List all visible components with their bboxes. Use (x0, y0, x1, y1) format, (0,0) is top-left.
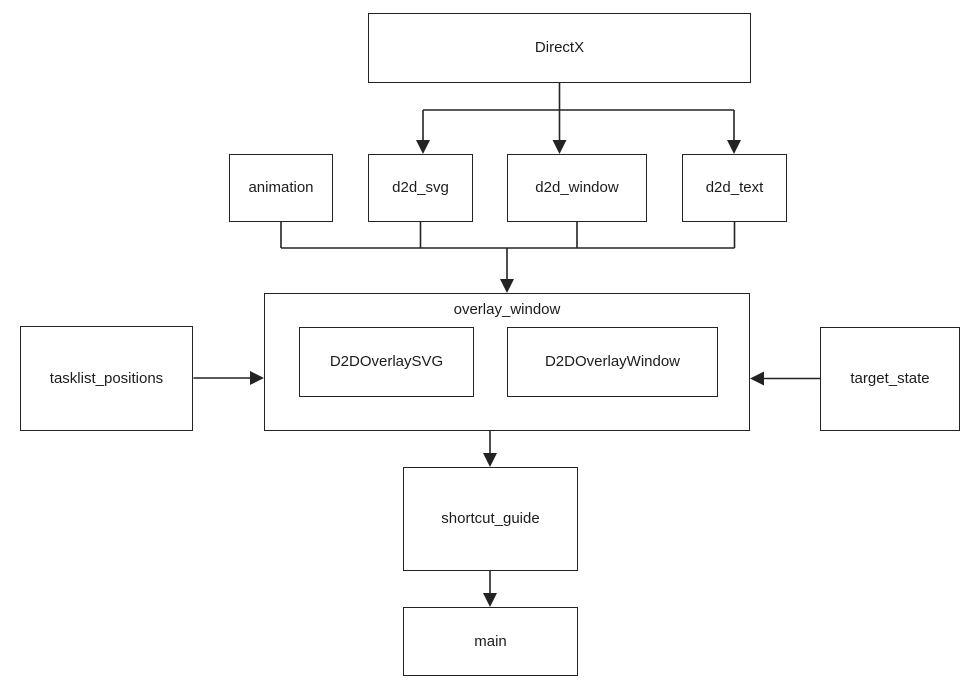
node-main-label: main (474, 632, 507, 650)
node-d2d-overlay-svg: D2DOverlaySVG (299, 327, 474, 397)
edge-directx-fanout (416, 83, 741, 154)
edge-target_state-overlay_window (750, 371, 820, 386)
node-target-state-label: target_state (850, 370, 930, 387)
arrowhead-directx-d2d_text (727, 140, 741, 154)
edge-tasklist_positions-overlay_window (193, 371, 264, 385)
node-target-state: target_state (820, 327, 960, 431)
node-d2d-svg-label: d2d_svg (392, 179, 449, 196)
edge-overlay_window-shortcut_guide (483, 431, 497, 467)
arrowhead-merge-overlay_window (500, 279, 514, 293)
node-d2d-overlay-svg-label: D2DOverlaySVG (329, 353, 444, 370)
node-shortcut-guide-label: shortcut_guide (441, 510, 540, 527)
node-shortcut-guide: shortcut_guide (403, 467, 578, 571)
node-overlay-window-label: overlay_window (453, 301, 561, 318)
node-animation: animation (229, 154, 333, 222)
node-d2d-window: d2d_window (507, 154, 647, 222)
node-tasklist-positions: tasklist_positions (20, 326, 193, 431)
arrowhead-overlay_window-shortcut_guide (483, 453, 497, 467)
node-main: main (403, 607, 578, 676)
arrowhead-shortcut_guide-main (483, 593, 497, 607)
node-d2d-overlay-window: D2DOverlayWindow (507, 327, 718, 397)
node-d2d-window-label: d2d_window (535, 179, 619, 196)
node-d2d-svg: d2d_svg (368, 154, 473, 222)
arrowhead-directx-d2d_window (552, 140, 567, 154)
node-directx-label: DirectX (534, 39, 585, 56)
arrowhead-directx-d2d_svg (416, 140, 430, 154)
node-directx: DirectX (368, 13, 751, 83)
node-tasklist-positions-label: tasklist_positions (49, 369, 164, 387)
node-animation-label: animation (248, 179, 314, 196)
edge-shortcut_guide-main (483, 570, 497, 607)
node-d2d-text-label: d2d_text (705, 179, 764, 196)
arrowhead-tasklist_positions-overlay_window (250, 371, 264, 385)
node-d2d-overlay-window-label: D2DOverlayWindow (544, 353, 681, 370)
arrowhead-target_state-overlay_window (750, 371, 764, 386)
node-d2d-text: d2d_text (682, 154, 787, 222)
edge-merge-into-overlay-window (280, 222, 736, 293)
